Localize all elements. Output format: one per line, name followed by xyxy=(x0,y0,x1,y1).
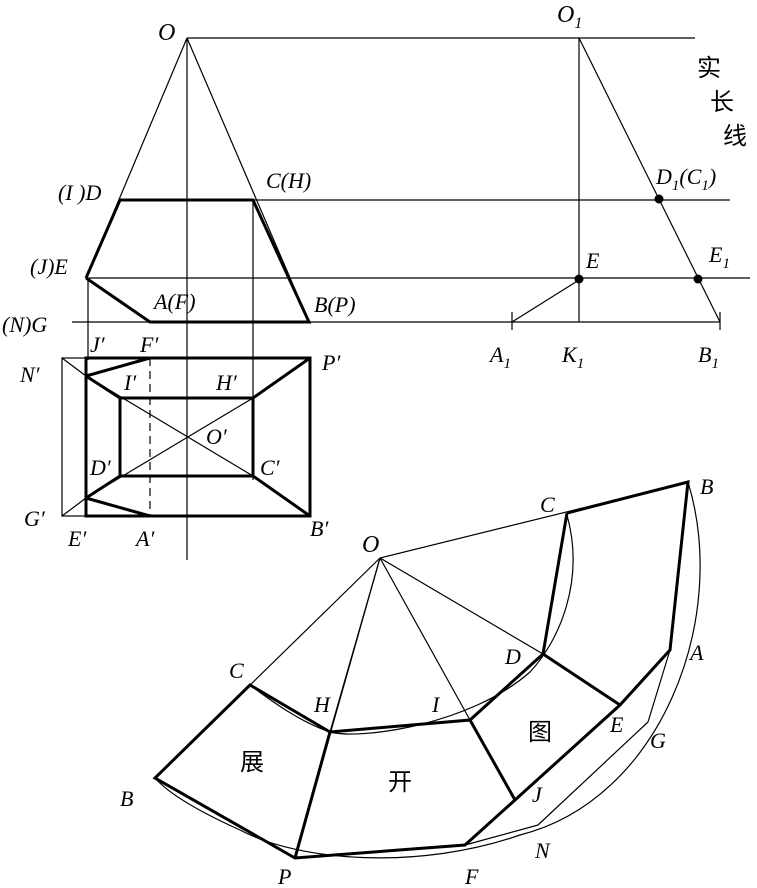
dev-label-g: G xyxy=(650,728,666,753)
top-view-outline xyxy=(84,356,312,518)
label-o-prime: O′ xyxy=(206,424,228,449)
label-af: A(F) xyxy=(152,289,196,314)
development-outline xyxy=(152,480,690,860)
label-true-length-1: 实 xyxy=(697,54,721,82)
dev-label-i: I xyxy=(431,692,441,717)
development-construction xyxy=(154,481,701,859)
label-h-prime: H′ xyxy=(215,370,238,395)
label-id: (I )D xyxy=(58,180,101,205)
label-true-length-2: 长 xyxy=(710,88,734,116)
dev-label-b-top: B xyxy=(700,474,713,499)
dev-label-p: P xyxy=(277,864,291,888)
dev-label-a: A xyxy=(688,640,704,665)
label-a-prime: A′ xyxy=(134,526,155,551)
dev-label-e: E xyxy=(609,712,624,737)
dev-label-c-left: C xyxy=(229,658,244,683)
dev-label-d: D xyxy=(504,644,521,669)
label-n-prime: N′ xyxy=(19,362,41,387)
label-e-prime: E′ xyxy=(67,526,87,551)
label-ch: C(H) xyxy=(266,168,311,193)
label-o1: O1 xyxy=(557,2,582,32)
dev-label-n: N xyxy=(534,838,551,863)
label-b-prime: B′ xyxy=(310,516,329,541)
top-view-construction xyxy=(61,357,311,517)
dev-face-label-zhan: 展 xyxy=(240,748,264,776)
dev-face-label-kai: 开 xyxy=(388,768,412,796)
label-true-length-3: 线 xyxy=(723,122,747,150)
label-k1: K1 xyxy=(561,342,584,372)
dev-label-f: F xyxy=(464,864,479,888)
dev-label-b-left: B xyxy=(120,786,133,811)
label-bp: B(P) xyxy=(314,292,356,317)
label-o: O xyxy=(158,20,175,46)
label-g-prime: G′ xyxy=(24,506,46,531)
dev-label-o: O xyxy=(362,532,379,558)
label-e: E xyxy=(585,248,600,273)
label-d-prime: D′ xyxy=(89,455,112,480)
dev-label-c-top: C xyxy=(540,492,555,517)
dev-label-h: H xyxy=(313,692,331,717)
label-a1: A1 xyxy=(488,342,511,372)
point-e-marker xyxy=(574,274,584,284)
point-e1-marker xyxy=(693,274,703,284)
label-je: (J)E xyxy=(30,254,68,279)
front-view-outline xyxy=(84,198,312,324)
label-c-prime: C′ xyxy=(260,455,281,480)
dev-label-j: J xyxy=(532,782,543,807)
label-b1: B1 xyxy=(698,342,719,372)
point-d1c1-marker xyxy=(654,194,664,204)
label-d1c1: D1(C1) xyxy=(655,164,716,194)
label-p-prime: P′ xyxy=(321,350,341,375)
dev-face-label-tu: 图 xyxy=(528,718,552,746)
label-j-prime: J′ xyxy=(90,332,106,357)
label-i-prime: I′ xyxy=(123,370,137,395)
label-f-prime: F′ xyxy=(139,332,159,357)
label-e1: E1 xyxy=(708,242,730,272)
label-ng: (N)G xyxy=(2,312,47,337)
